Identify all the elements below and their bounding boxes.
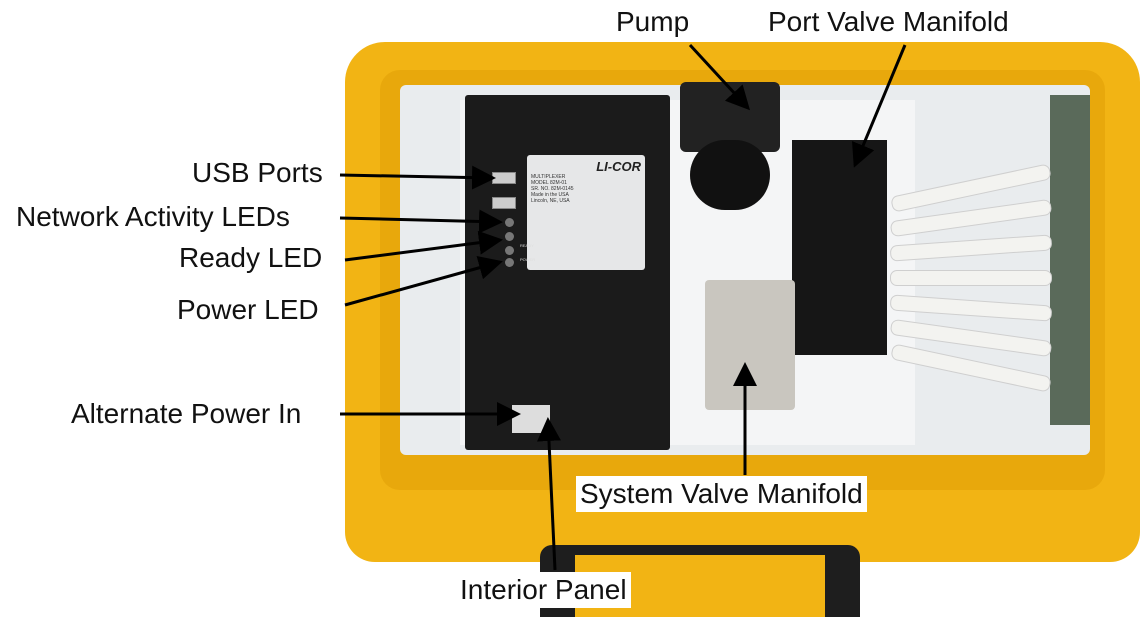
interior-panel-arrow [536,417,561,571]
serial-number: SR. NO. 82M-0145 [531,186,574,192]
power-text: POWER [520,257,536,262]
port-valve-manifold [792,140,887,355]
network-arrow [339,209,503,234]
label-usb-ports: USB Ports [188,155,327,191]
label-port-valve-manifold: Port Valve Manifold [764,4,1013,40]
port-connectors [1050,95,1090,425]
power-arrow [344,256,503,307]
pump-motor [690,140,770,210]
label-interior-panel: Interior Panel [456,572,631,608]
system-valve-manifold [705,280,795,410]
label-ready-led: Ready LED [175,240,327,276]
city: Lincoln, NE, USA [531,198,570,204]
label-pump: Pump [612,4,694,40]
ready-arrow [344,230,503,262]
tube [890,270,1052,286]
ready-led [505,246,514,255]
device-label: LI-COR MULTIPLEXER MODEL 82M-01 SR. NO. … [527,155,645,270]
brand-logo: LI-COR [596,159,641,174]
port-valve-arrow [852,44,907,168]
usb-arrow [339,165,496,190]
network-led [505,232,514,241]
power-led [505,258,514,267]
label-power-led: Power LED [173,292,323,328]
model-number: MODEL 82M-01 [531,180,567,186]
ready-text: READY [520,243,534,248]
label-alternate-power-in: Alternate Power In [67,396,306,432]
pump-arrow [688,43,751,111]
usb-port-2 [492,197,516,209]
product-name: MULTIPLEXER [531,174,566,180]
network-led [505,218,514,227]
label-network-activity-leds: Network Activity LEDs [12,199,294,235]
label-system-valve-manifold: System Valve Manifold [576,476,867,512]
origin: Made in the USA [531,192,569,198]
